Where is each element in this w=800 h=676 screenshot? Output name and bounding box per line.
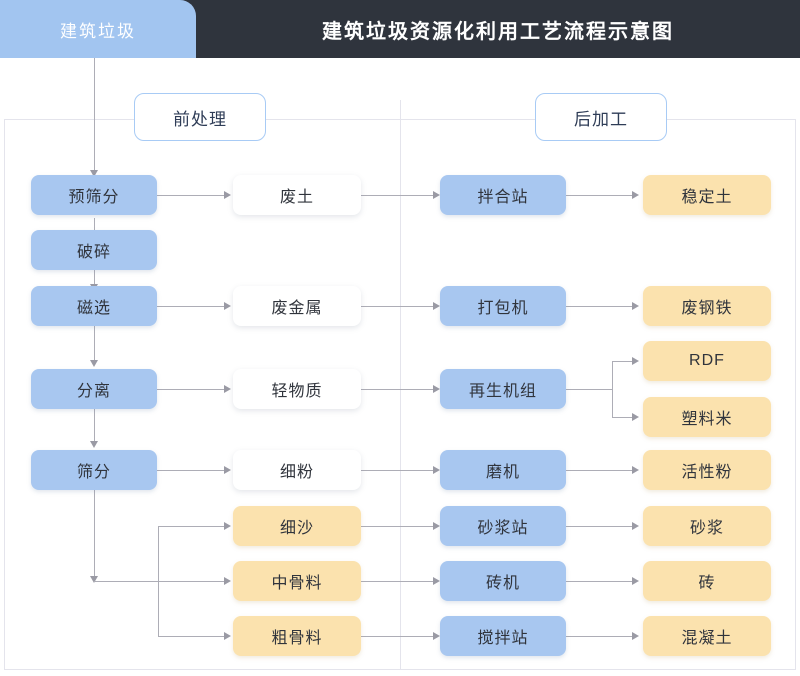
edge-separate-to-light-material xyxy=(157,389,224,390)
node-brick[interactable]: 砖 xyxy=(643,561,771,601)
edge-aggregate-bracket-spine xyxy=(158,526,159,637)
edge-separate-to-screen xyxy=(94,409,95,441)
node-screening[interactable]: 筛分 xyxy=(31,450,157,490)
node-scrap-metal[interactable]: 废金属 xyxy=(233,286,361,326)
node-fine-sand[interactable]: 细沙 xyxy=(233,506,361,546)
header-tab-construction-waste[interactable]: 建筑垃圾 xyxy=(0,0,196,58)
arrowhead-right xyxy=(224,631,231,640)
arrowhead-right xyxy=(632,356,639,365)
node-stabilized-soil[interactable]: 稳定土 xyxy=(643,175,771,215)
edge-aggregate-bus-horizontal xyxy=(94,581,224,582)
node-active-powder[interactable]: 活性粉 xyxy=(643,450,771,490)
arrowhead-right xyxy=(433,190,440,199)
node-mortar[interactable]: 砂浆 xyxy=(643,506,771,546)
arrowhead-down xyxy=(90,170,98,177)
node-rdf[interactable]: RDF xyxy=(643,341,771,381)
edge-concrete-station-to-concrete xyxy=(566,636,632,637)
arrowhead-right xyxy=(433,631,440,640)
node-mixing-station[interactable]: 拌合站 xyxy=(440,175,566,215)
node-magnetic-separation[interactable]: 磁选 xyxy=(31,286,157,326)
arrowhead-right xyxy=(632,465,639,474)
arrowhead-right xyxy=(632,412,639,421)
page-title: 建筑垃圾资源化利用工艺流程示意图 xyxy=(322,20,674,43)
arrowhead-down xyxy=(90,360,98,367)
edge-crush-to-magnetic xyxy=(94,270,95,284)
node-scrap-steel[interactable]: 废钢铁 xyxy=(643,286,771,326)
node-concrete-station[interactable]: 搅拌站 xyxy=(440,616,566,656)
arrowhead-right xyxy=(433,521,440,530)
arrowhead-right xyxy=(632,301,639,310)
node-mortar-station[interactable]: 砂浆站 xyxy=(440,506,566,546)
node-brick-machine[interactable]: 砖机 xyxy=(440,561,566,601)
edge-waste-soil-to-mixing-station xyxy=(361,195,433,196)
edge-brick-machine-to-brick xyxy=(566,581,632,582)
edge-fine-powder-to-mill xyxy=(361,470,433,471)
edge-screen-to-aggregate-bus xyxy=(94,490,95,576)
arrowhead-right xyxy=(433,576,440,585)
edge-bracket-to-fine-sand xyxy=(158,526,224,527)
arrowhead-right xyxy=(224,576,231,585)
arrowhead-right xyxy=(632,631,639,640)
section-label-pretreatment: 前处理 xyxy=(134,93,266,141)
edge-baler-to-scrap-steel xyxy=(566,306,632,307)
edge-mixing-station-to-stabilized-soil xyxy=(566,195,632,196)
node-prescreening[interactable]: 预筛分 xyxy=(31,175,157,215)
arrowhead-right xyxy=(632,576,639,585)
arrowhead-right xyxy=(224,190,231,199)
arrowhead-right xyxy=(224,465,231,474)
arrowhead-right xyxy=(433,465,440,474)
edge-scrap-metal-to-baler xyxy=(361,306,433,307)
edge-bracket-to-coarse-aggregate xyxy=(158,636,224,637)
edge-prescreen-to-waste-soil xyxy=(157,195,224,196)
edge-coarse-aggregate-to-concrete-station xyxy=(361,636,433,637)
edge-bracket-to-plastic-pellets xyxy=(612,417,632,418)
node-coarse-aggregate[interactable]: 粗骨料 xyxy=(233,616,361,656)
edge-light-material-to-recycling-unit xyxy=(361,389,433,390)
node-concrete[interactable]: 混凝土 xyxy=(643,616,771,656)
node-mill[interactable]: 磨机 xyxy=(440,450,566,490)
edge-fine-sand-to-mortar-station xyxy=(361,526,433,527)
node-fine-powder[interactable]: 细粉 xyxy=(233,450,361,490)
node-light-material[interactable]: 轻物质 xyxy=(233,369,361,409)
arrowhead-down xyxy=(90,441,98,448)
edge-recycling-bracket-spine xyxy=(612,361,613,417)
node-baler[interactable]: 打包机 xyxy=(440,286,566,326)
edge-mill-to-active-powder xyxy=(566,470,632,471)
node-plastic-pellets[interactable]: 塑料米 xyxy=(643,397,771,437)
arrowhead-right xyxy=(224,301,231,310)
edge-magnetic-to-scrap-metal xyxy=(157,306,224,307)
edge-bracket-to-rdf xyxy=(612,361,632,362)
edge-waste-to-prescreen xyxy=(94,58,95,170)
arrowhead-right xyxy=(433,301,440,310)
arrowhead-right xyxy=(224,384,231,393)
arrowhead-right xyxy=(433,384,440,393)
node-separation[interactable]: 分离 xyxy=(31,369,157,409)
edge-magnetic-to-separate xyxy=(94,326,95,360)
edge-recycling-unit-stem xyxy=(566,389,612,390)
node-crushing[interactable]: 破碎 xyxy=(31,230,157,270)
node-recycling-unit[interactable]: 再生机组 xyxy=(440,369,566,409)
node-medium-aggregate[interactable]: 中骨料 xyxy=(233,561,361,601)
arrowhead-right xyxy=(632,521,639,530)
edge-mortar-station-to-mortar xyxy=(566,526,632,527)
stage-divider xyxy=(400,100,401,670)
arrowhead-right xyxy=(224,521,231,530)
section-label-postprocessing: 后加工 xyxy=(535,93,667,141)
edge-prescreen-to-crush xyxy=(94,218,95,232)
node-waste-soil[interactable]: 废土 xyxy=(233,175,361,215)
arrowhead-right xyxy=(632,190,639,199)
arrowhead-down xyxy=(90,576,98,583)
edge-screen-to-fine-powder xyxy=(157,470,224,471)
edge-medium-aggregate-to-brick-machine xyxy=(361,581,433,582)
